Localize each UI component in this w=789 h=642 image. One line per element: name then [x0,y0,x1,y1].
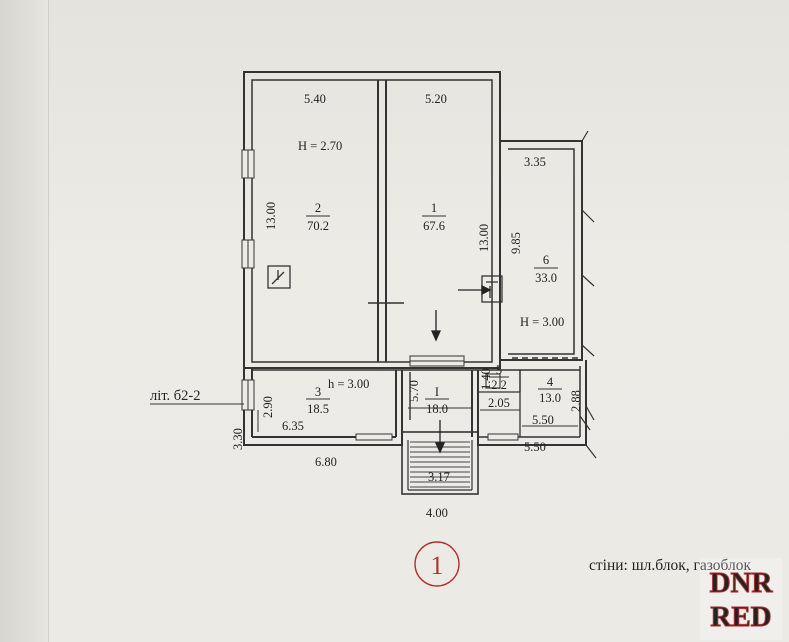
dim-room1-length: 13.00 [477,224,491,252]
dim-room5-width: 2.05 [488,396,510,410]
dim-room3-depth: 2.90 [261,396,275,418]
dim-hall-width: 5.70 [407,380,421,402]
walls-note: стіни: шл.блок, газоблок [589,557,752,574]
hall-I-area: 18.0 [426,402,448,416]
dim-wing-outer: 6.80 [315,455,337,469]
window-room4 [487,433,519,441]
height-room6: H = 3.00 [520,315,564,329]
height-main: H = 2.70 [298,139,342,153]
main-outer-wall [243,71,501,369]
stair-treads [410,441,470,488]
lit-label: літ. б2-2 [150,388,200,404]
room-2-area: 70.2 [307,219,329,233]
dim-room4-depth: 2.88 [569,390,583,412]
watermark-logo: DNR RED [696,556,784,642]
hall-I-number: I [435,385,439,399]
dim-room1-width: 5.20 [425,92,447,106]
page-number: 1 [431,551,444,580]
dim-stairs: 3.17 [428,470,450,484]
room-2-number: 2 [315,201,321,215]
room-4-area: 13.0 [539,391,561,405]
window-room3 [355,433,393,441]
room-6-area: 33.0 [535,271,557,285]
room-1-area: 67.6 [423,219,445,233]
room-5-area: 2.2 [491,378,507,392]
dim-room2-length: 13.00 [264,202,278,230]
room-5-number: 5 [496,363,502,377]
dim-room6-length: 9.85 [509,232,523,254]
dim-room5-depth: 1.40 [479,368,493,390]
room-6-number: 6 [543,253,549,267]
main-inner-wall [251,79,493,363]
room-3-number: 3 [315,385,321,399]
dim-room2-width: 5.40 [304,92,326,106]
annex-wall [500,140,583,361]
stove-symbol-room2 [267,265,291,289]
room-4-number: 4 [547,375,554,389]
room-3-area: 18.5 [307,402,329,416]
dim-wing-depth: 3.30 [231,428,245,450]
height-room3: h = 3.00 [328,377,369,391]
dim-room4-outer: 5.50 [524,440,546,454]
page-number-circle [414,541,460,587]
watermark-line1: DNR [710,567,774,599]
dim-porch: 4.00 [426,506,448,520]
room-1-number: 1 [431,201,437,215]
dim-room4-width: 5.50 [532,413,554,427]
dim-room6-width: 3.35 [524,155,546,169]
page-fold-shadow [0,0,49,642]
watermark-line2: RED [710,601,771,633]
dim-room3-width: 6.35 [282,419,304,433]
